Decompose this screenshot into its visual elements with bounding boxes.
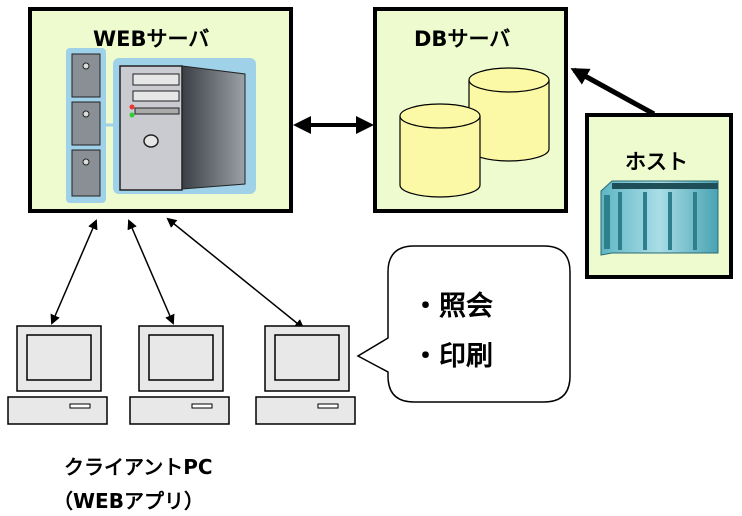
host-db-arrow <box>570 67 656 117</box>
client3-arrow <box>166 217 305 330</box>
client-label: クライアントPC <box>64 455 213 479</box>
bubble-item-print: ・印刷 <box>412 341 493 372</box>
client-pc-icon-1 <box>7 325 108 425</box>
speech-bubble <box>356 245 571 403</box>
host-title: ホスト <box>625 150 688 174</box>
web-server-title: WEBサーバ <box>93 27 210 51</box>
mainframe-icon <box>600 180 719 256</box>
client2-arrow <box>127 219 175 325</box>
client-sublabel: （WEBアプリ） <box>53 489 204 513</box>
client-pc-icon-2 <box>129 325 230 425</box>
tower-server-icon <box>113 58 256 194</box>
rack-server-icon <box>66 48 118 203</box>
database-icon <box>399 67 550 198</box>
db-server-title: DBサーバ <box>414 27 511 51</box>
client1-arrow <box>50 219 98 325</box>
bubble-item-inquiry: ・照会 <box>412 291 493 322</box>
client-pc-icon-3 <box>255 325 356 425</box>
